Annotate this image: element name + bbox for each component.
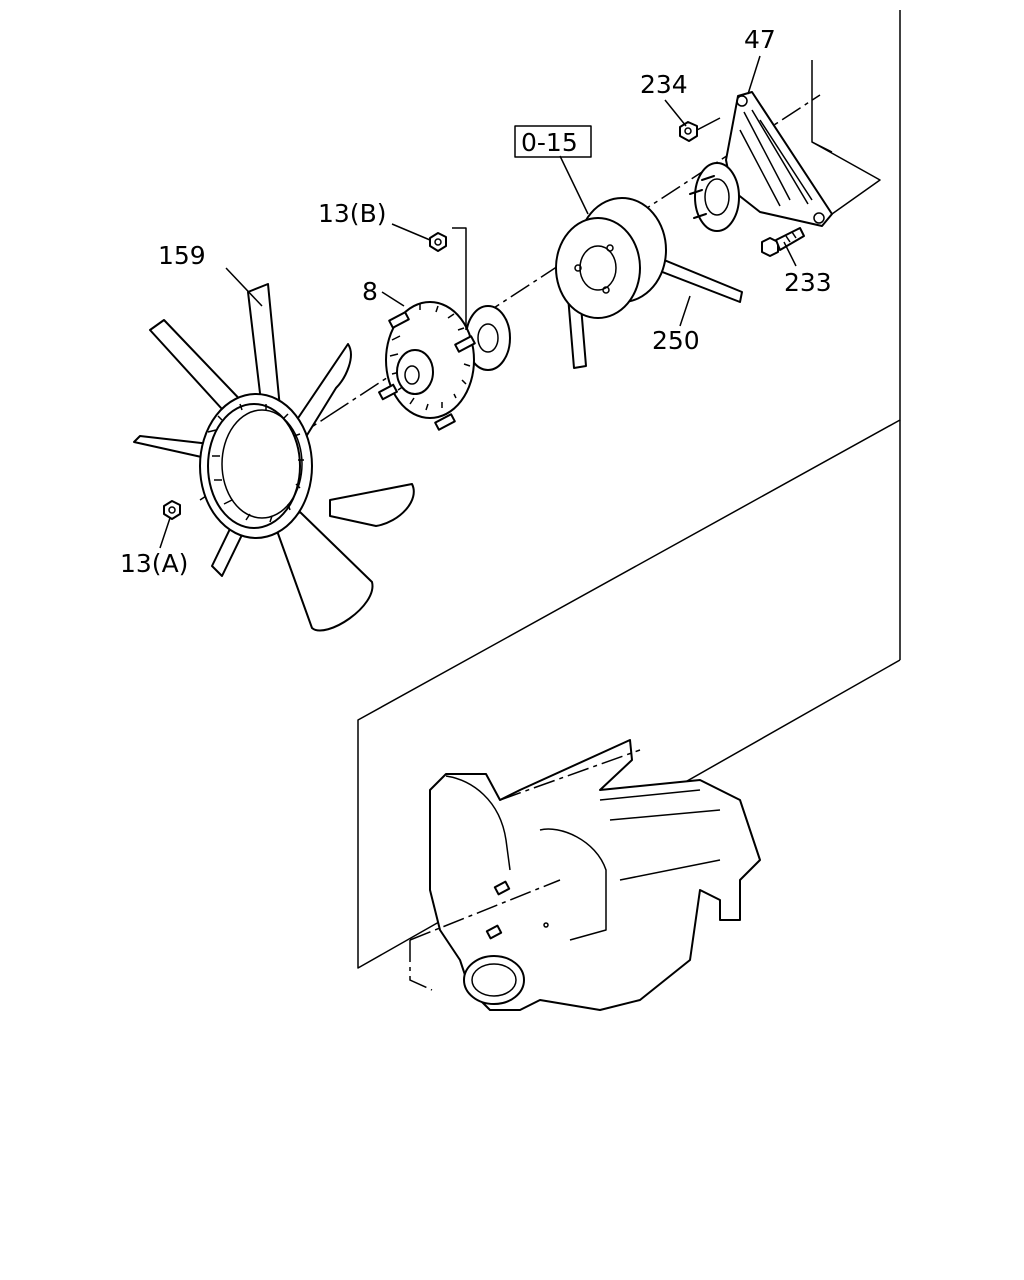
callout-234[interactable]: 234 (640, 70, 688, 99)
nut-234-part (679, 117, 721, 142)
callout-250[interactable]: 250 (652, 326, 700, 355)
nut-13a-part (163, 500, 181, 520)
callout-233[interactable]: 233 (784, 268, 832, 297)
callout-0-15[interactable]: 0-15 (521, 128, 578, 157)
callout-13a[interactable]: 13(A) (120, 549, 188, 578)
fan-clutch-part (378, 301, 511, 431)
callout-8[interactable]: 8 (362, 277, 378, 306)
callout-47[interactable]: 47 (744, 25, 776, 54)
engine-block-part (409, 739, 761, 1011)
callout-labels: 47 234 0-15 13(B) 159 8 233 250 13(A) (120, 25, 832, 578)
leader-lines (159, 55, 797, 549)
callout-box-0-15 (514, 125, 592, 158)
bolt-233-part (761, 227, 805, 257)
cooling-fan-part (133, 283, 415, 632)
pulley-part (555, 197, 667, 319)
fan-bracket-part (689, 60, 881, 232)
callout-159[interactable]: 159 (158, 241, 206, 270)
nut-13b-part (429, 227, 467, 330)
callout-13b[interactable]: 13(B) (318, 199, 386, 228)
